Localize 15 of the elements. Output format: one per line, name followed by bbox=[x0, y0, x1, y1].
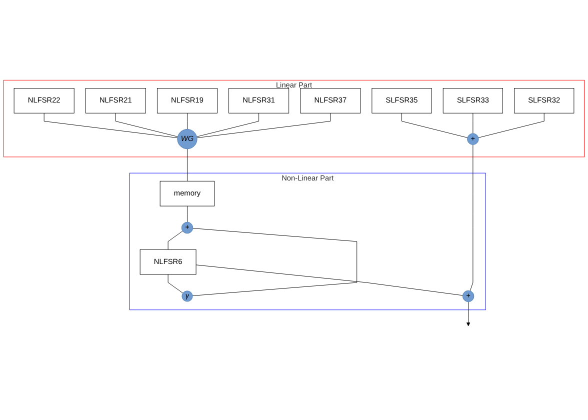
connector-line bbox=[196, 112, 331, 138]
connector-line bbox=[187, 206, 188, 222]
connector-line bbox=[115, 112, 178, 137]
connector-line bbox=[192, 228, 358, 296]
connector-line bbox=[187, 112, 188, 130]
connector-line bbox=[472, 112, 474, 134]
connector-line bbox=[44, 112, 178, 138]
connector-line bbox=[402, 112, 468, 138]
connector-line bbox=[168, 230, 183, 250]
connector-line bbox=[168, 274, 184, 294]
connector-line bbox=[187, 148, 188, 182]
connector-line bbox=[478, 112, 544, 138]
connector-line bbox=[196, 264, 463, 296]
connector-line bbox=[196, 112, 260, 137]
connector-line bbox=[470, 144, 474, 292]
